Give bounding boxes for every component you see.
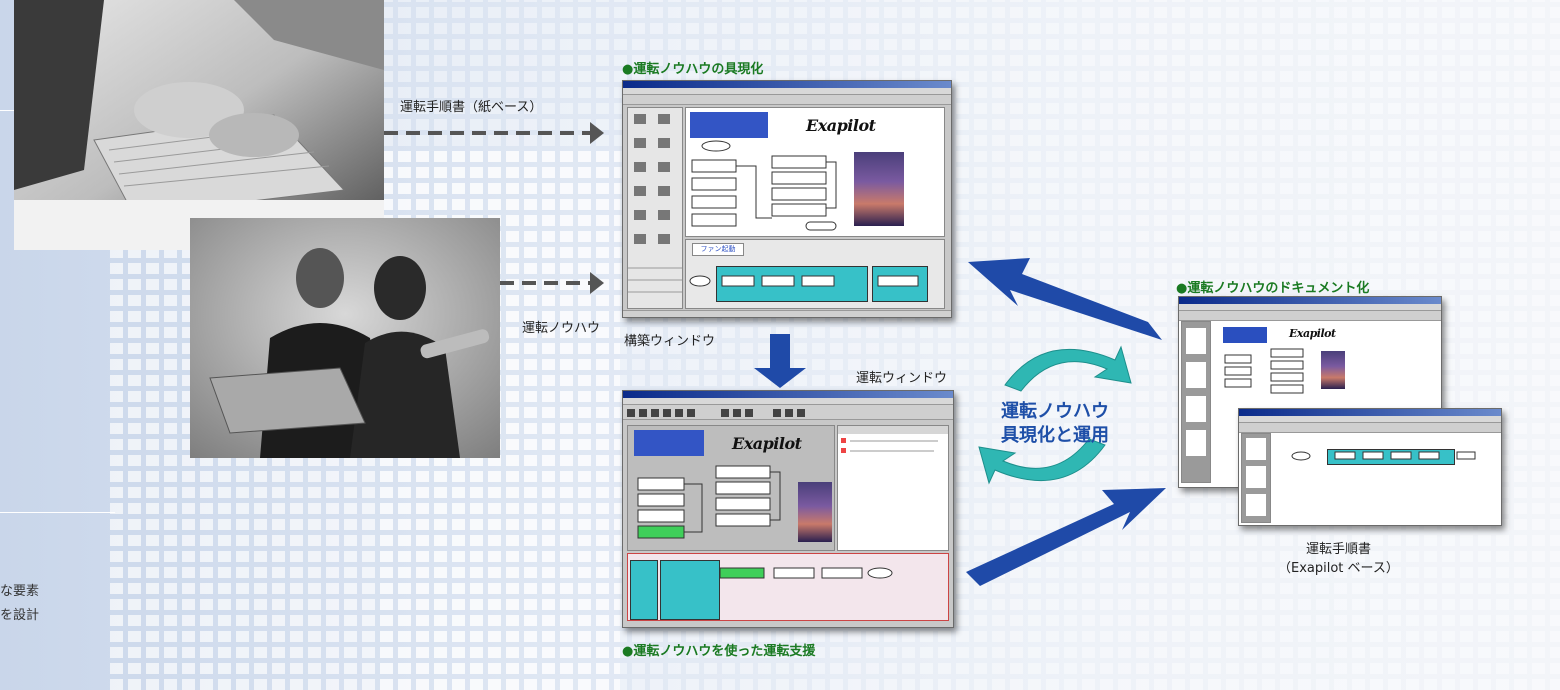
arrow-down-to-operation [754, 334, 806, 388]
label-manual-paper: 運転手順書（紙ベース） [400, 100, 543, 115]
build-window-banner [690, 112, 768, 138]
left-text-line1: な要素 [0, 584, 40, 599]
document-front-titlebar [1239, 409, 1501, 416]
cycle-arrow-top [1004, 345, 1132, 392]
heading-documentation: ●運転ノウハウのドキュメント化 [1176, 281, 1370, 296]
photo-two-people-reviewing [190, 218, 500, 458]
document-back-factory-image [1321, 351, 1345, 389]
cycle-arrow-bottom [978, 438, 1106, 485]
photo-typing-at-keyboard [14, 0, 384, 250]
document-front-toolbar [1239, 423, 1501, 433]
label-operation-window: 運転ウィンドウ [856, 371, 948, 386]
operation-window-sequence-panel [627, 553, 949, 621]
document-back-banner [1223, 327, 1267, 343]
build-window-statusbar [623, 310, 951, 317]
arrow-to-document [966, 488, 1166, 586]
document-front-menubar [1239, 416, 1501, 423]
document-back-titlebar [1179, 297, 1441, 304]
center-label-line1: 運転ノウハウ [1001, 401, 1109, 422]
operation-window-factory-image [798, 482, 832, 542]
document-back-thumbnail-column [1181, 321, 1211, 483]
label-manual-exa-line2: （Exapilot ベース） [1278, 561, 1399, 576]
operation-window-teal-block-1 [630, 560, 658, 620]
operation-window-message-pane [837, 425, 949, 551]
operation-window-titlebar [623, 391, 953, 398]
label-build-window: 構築ウィンドウ [624, 334, 716, 349]
document-back-menubar [1179, 304, 1441, 311]
operation-window-banner [634, 430, 704, 456]
operation-window-screenshot: Exapilot [622, 390, 954, 628]
left-panel-rule-top [0, 110, 20, 111]
heading-realization: ●運転ノウハウの具現化 [622, 62, 764, 77]
left-panel-rule-bottom [0, 512, 115, 513]
center-label-line2: 具現化と運用 [1001, 425, 1109, 446]
operation-window-menubar [623, 398, 953, 405]
document-front-thumbnail-column [1241, 433, 1271, 523]
label-manual-exa-line1: 運転手順書 [1306, 542, 1372, 557]
build-window-section-label: ファン起動 [692, 243, 744, 256]
build-window-menubar [623, 88, 951, 95]
build-window-sequence-panel: ファン起動 [685, 239, 945, 309]
build-window-factory-image [854, 152, 904, 226]
left-text-line2: を設計 [0, 608, 40, 623]
operation-window-toolbar [623, 405, 953, 420]
heading-support: ●運転ノウハウを使った運転支援 [622, 644, 816, 659]
build-window-product-logo: Exapilot [806, 116, 876, 135]
arrow-to-build-window [968, 258, 1162, 340]
document-window-screenshot-front [1238, 408, 1502, 526]
operation-window-teal-block-2 [660, 560, 720, 620]
label-knowhow: 運転ノウハウ [522, 321, 601, 336]
build-window-titlebar [623, 81, 951, 88]
document-back-toolbar [1179, 311, 1441, 321]
center-label: 運転ノウハウ 具現化と運用 [980, 400, 1130, 448]
document-back-product-logo: Exapilot [1289, 327, 1336, 340]
build-window-palette [627, 107, 683, 309]
operation-window-flow-canvas: Exapilot [627, 425, 835, 551]
build-window-screenshot: Exapilot ファン起動 [622, 80, 952, 318]
cycle-arrows [978, 345, 1132, 485]
build-window-flow-canvas: Exapilot [685, 107, 945, 237]
build-window-toolbar [623, 95, 951, 105]
operation-window-product-logo: Exapilot [732, 434, 802, 453]
